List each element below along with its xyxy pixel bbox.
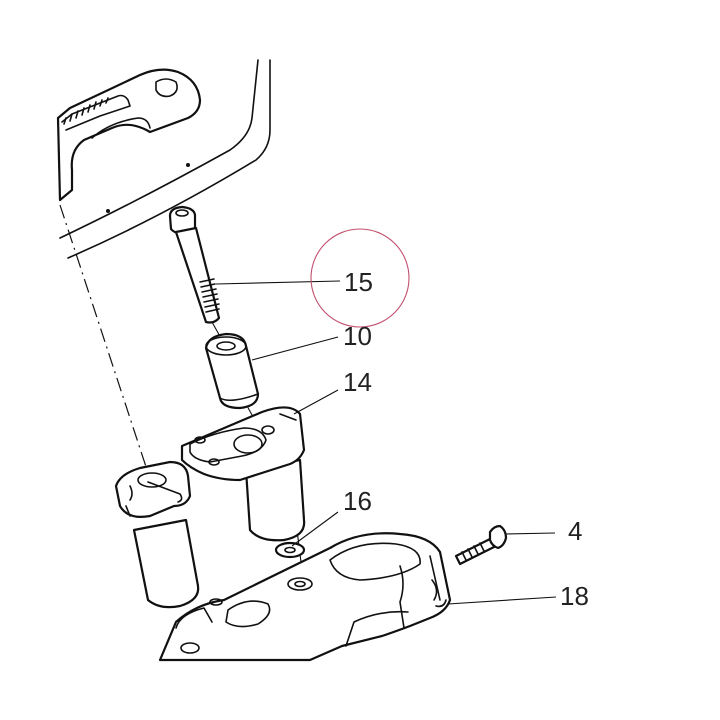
alignment-axis-line xyxy=(59,204,153,486)
highlight-ring xyxy=(310,228,410,328)
bolt-15 xyxy=(168,205,221,324)
leader-15 xyxy=(215,280,341,285)
callout-10: 10 xyxy=(343,321,372,351)
pinch-bolt-4 xyxy=(454,524,508,566)
handlebar-clamp-plate xyxy=(56,59,271,259)
callout-14: 14 xyxy=(343,367,372,397)
leader-18 xyxy=(447,596,557,605)
callout-15: 15 xyxy=(344,267,373,297)
callout-16: 16 xyxy=(343,486,372,516)
leader-16 xyxy=(291,511,339,547)
callout-4: 4 xyxy=(568,516,582,546)
callout-18: 18 xyxy=(560,581,589,611)
leader-4 xyxy=(505,532,556,535)
washer-16 xyxy=(274,541,306,559)
leader-10 xyxy=(251,336,339,361)
left-clamp-block xyxy=(114,460,200,609)
leader-14 xyxy=(293,389,339,415)
leader-lines xyxy=(215,280,557,605)
upper-clamp-14 xyxy=(180,406,306,542)
spacer-bushing-10 xyxy=(204,332,260,410)
lower-yoke-18 xyxy=(158,532,452,662)
